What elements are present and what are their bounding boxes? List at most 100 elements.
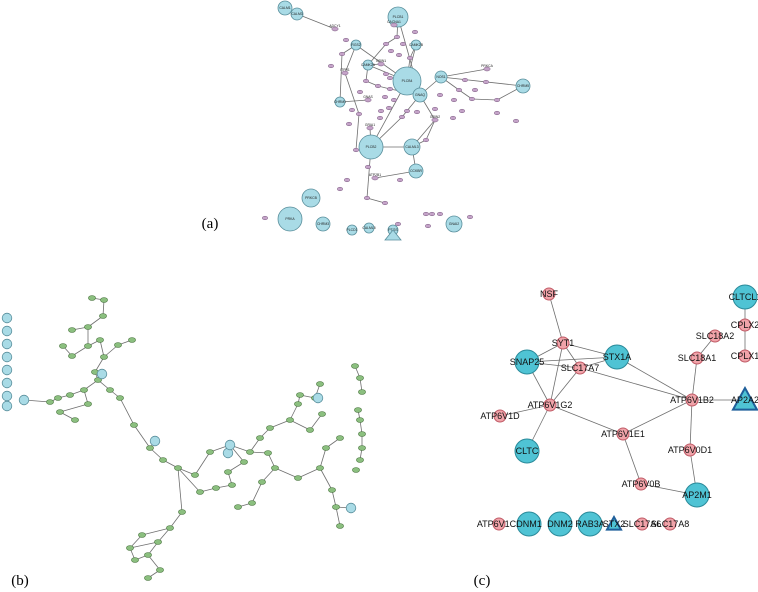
protein-node-large	[312, 392, 324, 404]
gene-node-small	[738, 349, 752, 363]
gene-label: ATP6V1B2	[670, 395, 714, 405]
gene-node-large	[516, 511, 542, 537]
protein-node	[356, 457, 364, 463]
gene-node-small	[461, 77, 469, 83]
gene-node-small	[406, 55, 414, 61]
edge	[59, 403, 89, 413]
gene-label: ATP6V1C2	[477, 519, 521, 529]
gene-node-large	[334, 96, 346, 108]
gene-label: AP2M1	[682, 490, 712, 500]
panel-c-label: (c)	[474, 573, 491, 589]
edge	[99, 339, 105, 358]
protein-node	[80, 387, 88, 393]
gene-node-small	[381, 200, 389, 206]
gene-node-large	[577, 511, 603, 537]
gene-label: RAB3A	[575, 519, 605, 529]
edge	[296, 13, 336, 30]
edge	[309, 413, 323, 431]
protein-node	[228, 482, 236, 488]
protein-node-large	[224, 439, 236, 451]
protein-node	[154, 539, 162, 545]
gene-node-large	[514, 349, 540, 375]
gene-label: ATP2B1	[369, 173, 381, 177]
gene-node-large	[410, 39, 422, 51]
gene-node-small	[341, 70, 349, 76]
protein-node	[100, 297, 108, 303]
edge	[440, 76, 524, 87]
gene-node-large	[362, 59, 374, 71]
gene-label: CALML3	[405, 145, 418, 149]
protein-node	[191, 472, 199, 478]
edge	[289, 403, 299, 421]
edge	[147, 554, 161, 571]
gene-node-small	[450, 97, 458, 103]
protein-node	[294, 475, 302, 481]
edge	[440, 68, 488, 78]
protein-node	[96, 337, 104, 343]
gene-node-small	[390, 22, 398, 28]
gene-node-small	[483, 66, 491, 72]
gene-node-small	[356, 89, 364, 95]
gene-label: ITPR1	[340, 68, 350, 72]
gene-node-large	[434, 70, 448, 84]
gene-label: PRKCB	[305, 196, 317, 200]
protein-node	[84, 324, 92, 330]
edge	[177, 467, 183, 513]
protein-node	[358, 431, 366, 437]
gene-label: PLCB1	[393, 15, 404, 19]
edge	[194, 451, 211, 476]
protein-node-large	[1, 325, 13, 337]
triangle-node	[731, 385, 758, 411]
gene-label: RGS2	[351, 43, 360, 47]
protein-node	[68, 327, 76, 333]
edge	[425, 119, 436, 141]
edge	[141, 527, 171, 536]
gene-label: PLCD1	[347, 228, 358, 232]
gene-node-small	[616, 427, 630, 441]
edge	[119, 397, 135, 426]
gene-node-small	[436, 92, 444, 98]
gene-node-small	[424, 223, 432, 229]
gene-node-small	[398, 114, 406, 120]
gene-node-small	[431, 117, 439, 123]
gene-node-small	[573, 361, 587, 375]
protein-node-large	[1, 377, 13, 389]
gene-node-small	[362, 78, 370, 84]
gene-node-small	[458, 108, 466, 114]
edge	[549, 342, 564, 406]
panel-a-network: CALM1CALM3PLCB1ADCY1CACNA1RGS2ITPR1GRIN1…	[261, 0, 531, 241]
protein-node-large	[1, 338, 13, 350]
panel-b-label: (b)	[11, 573, 29, 589]
gene-node-large	[346, 224, 358, 236]
protein-node	[99, 313, 107, 319]
protein-node	[358, 445, 366, 451]
gene-label: DNM2	[547, 519, 573, 529]
edge	[177, 467, 201, 493]
edge	[289, 419, 311, 431]
gene-node-small	[634, 477, 648, 491]
protein-node	[46, 399, 54, 405]
protein-node	[318, 411, 326, 417]
protein-node	[54, 395, 62, 401]
protein-node	[114, 342, 122, 348]
gene-node-small	[343, 177, 351, 183]
protein-node	[354, 407, 362, 413]
protein-node	[130, 422, 138, 428]
protein-node	[234, 504, 242, 510]
protein-node	[71, 417, 79, 423]
gene-label: CLTCL1	[729, 292, 758, 302]
gene-label: SNAP25	[510, 357, 545, 367]
protein-node	[336, 435, 344, 441]
gene-node-small	[363, 195, 371, 201]
gene-node-small	[374, 83, 382, 89]
edge	[331, 489, 337, 508]
gene-node-small	[331, 26, 339, 32]
gene-label: CAMK2B	[409, 43, 424, 47]
gene-node-small	[493, 409, 507, 423]
edge	[319, 467, 333, 491]
edge	[335, 506, 341, 527]
protein-node	[59, 343, 67, 349]
gene-node-small	[377, 61, 385, 67]
gene-label: CALML5	[362, 226, 375, 230]
gene-node-small	[422, 211, 430, 217]
